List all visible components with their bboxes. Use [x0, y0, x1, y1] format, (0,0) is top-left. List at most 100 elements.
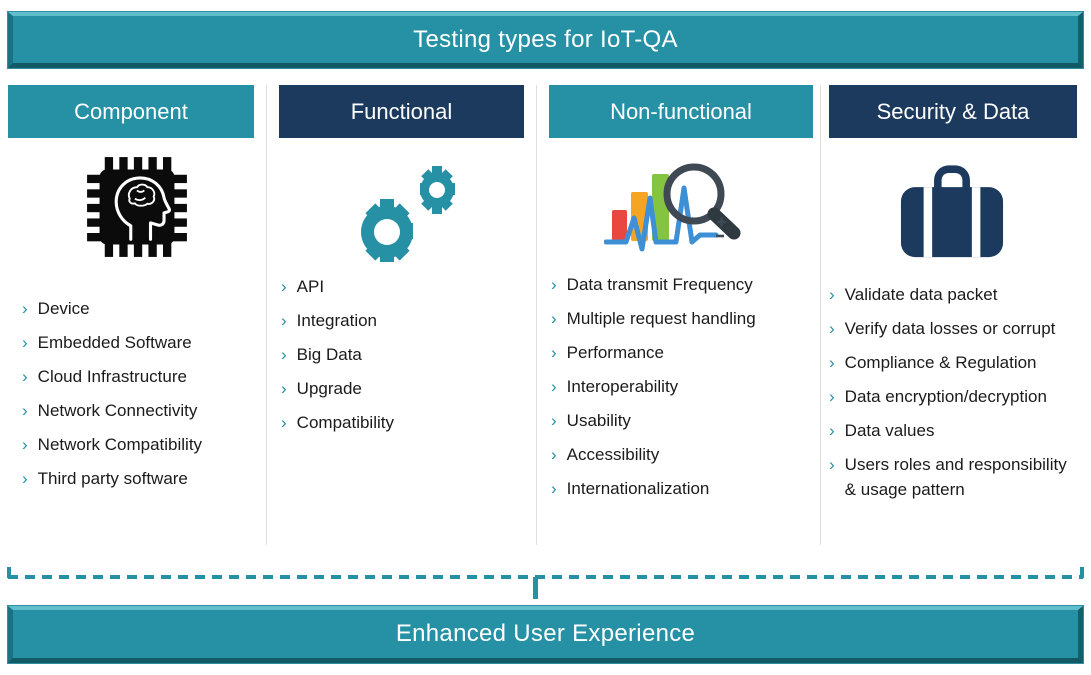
column-functional: Functional [266, 85, 536, 545]
column-header-label: Non-functional [610, 98, 752, 124]
list-item-label: Compliance & Regulation [844, 353, 1037, 372]
list-item-label: Validate data packet [844, 285, 998, 304]
list-item-label: Big Data [296, 345, 362, 364]
non-functional-list: › Data transmit Frequency › Multiple reques… [537, 266, 820, 501]
list-item-label: Users roles and responsibility & usage p… [844, 455, 1067, 499]
list-item: › Data transmit Frequency [551, 272, 814, 297]
chevron-bullet-icon: › [551, 377, 557, 396]
list-item: › Usability [551, 408, 814, 433]
column-security-data: Security & Data › Validate data packet › Ve… [820, 85, 1083, 545]
column-non-functional: Non-functional ›Data transmit Frequency›… [536, 85, 820, 545]
chart-magnifier-icon [603, 163, 740, 252]
list-item-label: Cloud Infrastructure [37, 367, 187, 386]
center-connector [533, 577, 538, 599]
dashed-line-left-tick [7, 567, 11, 578]
column-header-non-functional: Non-functional [549, 85, 813, 138]
list-item-label: Data values [844, 421, 935, 440]
column-header-security-data: Security & Data [829, 85, 1077, 138]
chevron-bullet-icon: › [551, 343, 557, 362]
list-item: › Multiple request handling [551, 306, 814, 331]
list-item: › Validate data packet [829, 282, 1077, 307]
list-item-label: Internationalization [566, 479, 710, 498]
list-item: › Users roles and responsibility & usage … [829, 452, 1077, 502]
list-item: › Network Connectivity [22, 398, 260, 423]
chevron-bullet-icon: › [22, 401, 28, 420]
title-banner: Testing types for IoT-QA [8, 12, 1083, 68]
chevron-bullet-icon: › [551, 411, 557, 430]
chevron-bullet-icon: › [22, 435, 28, 454]
list-item: › Integration [281, 308, 530, 333]
icon-row [821, 138, 1083, 266]
list-item-label: Third party software [37, 469, 188, 488]
component-list: ›Device›Embedded Software›Cloud Infrastr… [8, 266, 266, 491]
list-item-label: Integration [296, 311, 378, 330]
columns-container: Component [8, 85, 1083, 545]
list-item: › Third party software [22, 466, 260, 491]
chevron-bullet-icon: › [551, 479, 557, 498]
list-item-label: Verify data losses or corrupt [844, 319, 1056, 338]
list-item-label: Network Compatibility [37, 435, 203, 454]
column-header-label: Functional [350, 98, 453, 124]
list-item: › Network Compatibility [22, 432, 260, 457]
list-item-label: Network Connectivity [37, 401, 198, 420]
list-item: ›API [281, 274, 530, 299]
chevron-bullet-icon: › [829, 319, 835, 338]
chevron-bullet-icon: › [551, 445, 557, 464]
security-data-list: › Validate data packet › Verify data losses… [821, 266, 1083, 502]
chevron-bullet-icon: › [22, 367, 28, 386]
gears-icon [360, 166, 455, 262]
page-title: Testing types for IoT-QA [413, 25, 678, 53]
list-item-label: Device [37, 299, 90, 318]
chevron-bullet-icon: › [281, 413, 287, 432]
chevron-bullet-icon: › [551, 309, 557, 328]
column-header-label: Component [74, 98, 188, 124]
list-item-label: Multiple request handling [566, 309, 756, 328]
chevron-bullet-icon: › [829, 387, 835, 406]
list-item: ›Embedded Software [22, 330, 260, 355]
chevron-bullet-icon: › [22, 299, 28, 318]
list-item-label: Performance [566, 343, 664, 362]
chevron-bullet-icon: › [829, 285, 835, 304]
chip-brain-icon [87, 157, 187, 257]
list-item: › Upgrade [281, 376, 530, 401]
list-item-label: Accessibility [566, 445, 660, 464]
list-item: › Data encryption/decryption [829, 384, 1077, 409]
list-item-label: Compatibility [296, 413, 394, 432]
chevron-bullet-icon: › [829, 421, 835, 440]
column-header-component: Component [8, 85, 254, 138]
list-item: › Interoperability [551, 374, 814, 399]
briefcase-icon [900, 165, 1004, 258]
list-item: › Data values [829, 418, 1077, 443]
chevron-bullet-icon: › [551, 275, 557, 294]
chevron-bullet-icon: › [829, 455, 835, 474]
list-item: › Accessibility [551, 442, 814, 467]
dashed-connector-line [8, 575, 1083, 579]
list-item: › Compatibility [281, 410, 530, 435]
chevron-bullet-icon: › [281, 345, 287, 364]
list-item-label: Upgrade [296, 379, 362, 398]
column-header-label: Security & Data [876, 98, 1030, 124]
icon-row [8, 138, 266, 266]
chevron-bullet-icon: › [281, 311, 287, 330]
list-item-label: Interoperability [566, 377, 679, 396]
list-item-label: API [296, 277, 325, 296]
column-component: Component [8, 85, 266, 545]
chevron-bullet-icon: › [281, 379, 287, 398]
list-item-label: Usability [566, 411, 631, 430]
footer-banner: Enhanced User Experience [8, 606, 1083, 663]
list-item: › Big Data [281, 342, 530, 367]
list-item: › Internationalization [551, 476, 814, 501]
list-item: › Verify data losses or corrupt [829, 316, 1077, 341]
list-item-label: Data encryption/decryption [844, 387, 1047, 406]
functional-list: ›API › Integration › Big Data › Upgrade › Compat… [267, 266, 536, 435]
footer-title: Enhanced User Experience [395, 620, 696, 647]
list-item: › Device [22, 296, 260, 321]
icon-row [537, 138, 820, 266]
icon-row [267, 138, 536, 266]
list-item-label: Data transmit Frequency [566, 275, 753, 294]
chevron-bullet-icon: › [829, 353, 835, 372]
list-item-label: Embedded Software [37, 333, 192, 352]
chevron-bullet-icon: › [22, 469, 28, 488]
column-header-functional: Functional [279, 85, 524, 138]
